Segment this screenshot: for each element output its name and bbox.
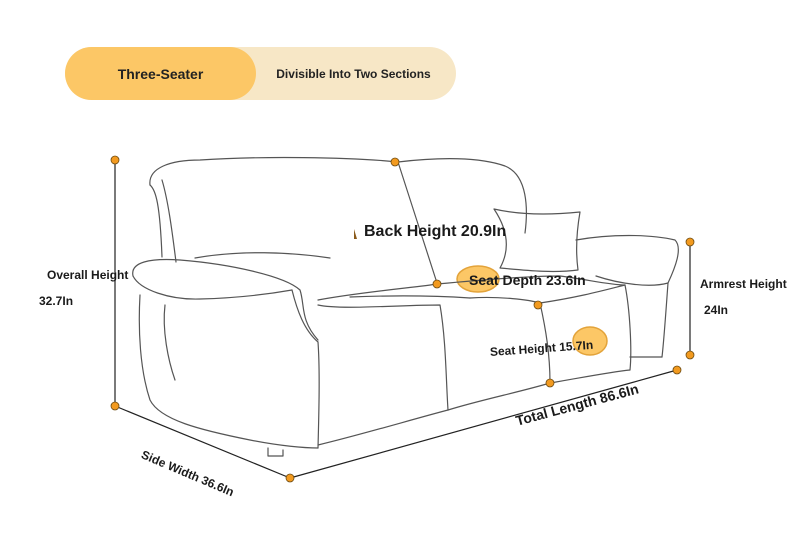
seat-height-highlight: [572, 326, 608, 356]
marker-length-right: [672, 365, 682, 375]
three-seater-tab[interactable]: Three-Seater: [65, 47, 256, 100]
sofa-type-selector: Three-Seater Divisible Into Two Sections: [65, 47, 456, 100]
marker-seat-depth-end: [533, 300, 543, 310]
marker-armrest-top: [685, 237, 695, 247]
marker-back-bottom: [432, 279, 442, 289]
marker-seat-height: [545, 378, 555, 388]
marker-armrest-bottom: [685, 350, 695, 360]
total-length-line: [289, 369, 678, 479]
dimension-lines: [114, 160, 691, 479]
back-height-label: Back Height 20.9In: [364, 223, 507, 240]
seat-depth-label: Seat Depth 23.6In: [469, 272, 586, 288]
back-height-tick: [354, 229, 357, 239]
marker-overall-top: [110, 155, 120, 165]
armrest-height-label: Armrest Height: [700, 277, 787, 291]
overall-height-value: 32.7In: [39, 294, 74, 308]
overall-height-label: Overall Height: [47, 268, 129, 282]
marker-corner-front: [285, 473, 295, 483]
armrest-height-value: 24In: [704, 303, 729, 317]
dimension-markers: [110, 155, 695, 483]
marker-overall-bottom: [110, 401, 120, 411]
sofa-outline: [132, 156, 679, 457]
side-width-line: [114, 405, 291, 479]
divisible-tab[interactable]: Divisible Into Two Sections: [276, 66, 431, 81]
marker-back-top: [390, 157, 400, 167]
